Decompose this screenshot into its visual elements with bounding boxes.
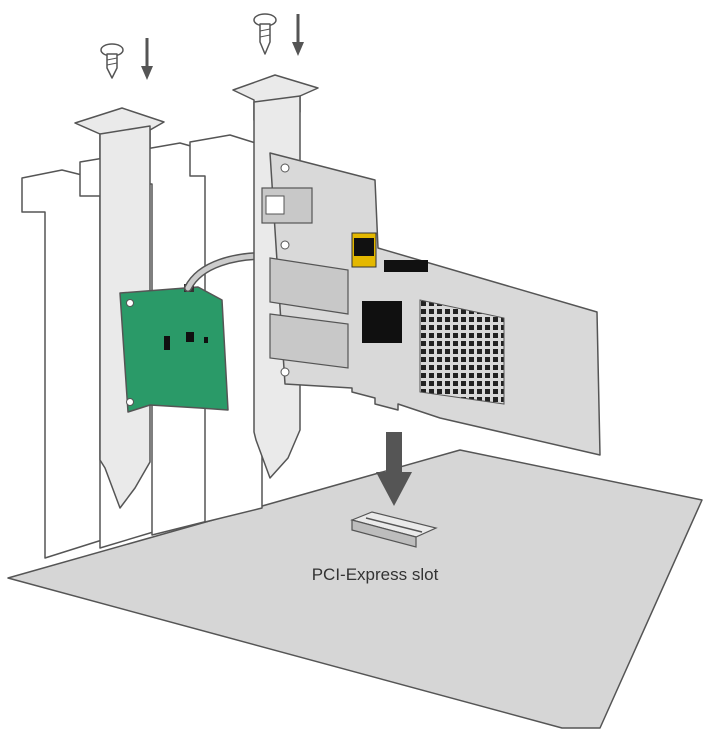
memory-module-1: [269, 257, 349, 315]
daughter-board-hole-2: [126, 398, 134, 406]
daughter-board-chip-1: [164, 336, 170, 350]
daughter-board: [119, 284, 229, 413]
screw-icon: [100, 43, 124, 79]
screw-icon: [253, 13, 277, 55]
arrow-down-icon: [376, 432, 412, 506]
rj45-port-opening: [265, 195, 285, 215]
slot-bracket-4: [189, 134, 263, 523]
pcie-slot-label: PCI-Express slot: [311, 565, 439, 584]
arrow-down-icon: [292, 14, 304, 56]
pcie-slot-front: [351, 519, 417, 548]
pcie-card-hole-1: [280, 163, 290, 173]
arrow-down-icon: [141, 38, 153, 80]
main-chip: [362, 301, 402, 343]
header-connector-2: [384, 260, 428, 272]
memory-module-2: [269, 313, 349, 369]
slot-bracket-1: [21, 169, 103, 559]
daughter-board-pcb: [119, 286, 229, 413]
motherboard-floor: [7, 449, 703, 729]
daughter-board-chip-3: [204, 337, 208, 343]
pcie-slot: [350, 511, 438, 548]
header-connector-1-cap: [354, 238, 374, 256]
heatsink: [419, 299, 505, 405]
pcie-card-hole-3: [280, 367, 290, 377]
pcie-slot-groove: [365, 517, 423, 533]
pcie-card: [261, 152, 601, 456]
pcie-card-hole-2: [280, 240, 290, 250]
daughter-board-chip-2: [186, 332, 194, 342]
daughter-board-hole-1: [126, 299, 134, 307]
